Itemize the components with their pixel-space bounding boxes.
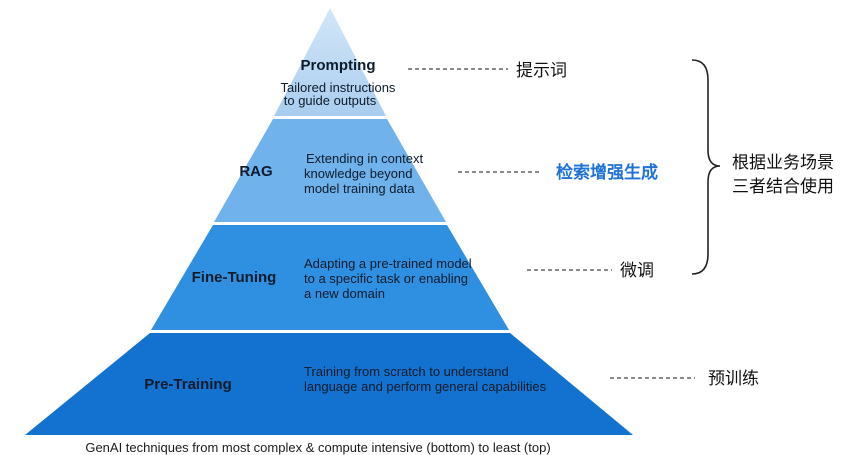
layer-rag-shape xyxy=(214,119,446,222)
diagram-caption: GenAI techniques from most complex & com… xyxy=(85,440,550,455)
layer-prompting-desc-2: to guide outputs xyxy=(284,93,377,108)
layer-pre-training-desc-2: language and perform general capabilitie… xyxy=(304,379,547,394)
layer-fine-tuning-desc-2: to a specific task or enabling xyxy=(304,271,468,286)
curly-brace xyxy=(691,59,721,275)
zh-label-fine-tuning: 微调 xyxy=(620,261,654,281)
layer-fine-tuning: Fine-Tuning Adapting a pre-trained model… xyxy=(151,225,509,330)
zh-label-prompting: 提示词 xyxy=(516,61,567,81)
layer-pre-training-desc-1: Training from scratch to understand xyxy=(304,364,509,379)
layer-prompting: Prompting Tailored instructions to guide… xyxy=(274,8,396,116)
layer-pre-training-shape xyxy=(25,333,633,435)
zh-label-pre-training: 预训练 xyxy=(708,369,759,389)
layer-prompting-desc-1: Tailored instructions xyxy=(281,80,396,95)
layer-fine-tuning-shape xyxy=(151,225,509,330)
layer-fine-tuning-desc-1: Adapting a pre-trained model xyxy=(304,256,472,271)
group-note-line-1: 根据业务场景 xyxy=(732,153,834,173)
layer-prompting-shape xyxy=(274,8,386,116)
layer-pre-training: Pre-Training Training from scratch to un… xyxy=(25,333,633,435)
zh-label-rag: 检索增强生成 xyxy=(556,162,658,183)
layer-rag-desc-2: knowledge beyond xyxy=(304,166,412,181)
layer-pre-training-title: Pre-Training xyxy=(144,376,232,393)
layer-rag-desc-1: Extending in context xyxy=(306,151,423,166)
layer-fine-tuning-desc-3: a new domain xyxy=(304,286,385,301)
layer-fine-tuning-title: Fine-Tuning xyxy=(192,269,277,286)
layer-rag: RAG Extending in context knowledge beyon… xyxy=(214,119,446,222)
layer-prompting-title: Prompting xyxy=(301,57,376,74)
layer-rag-title: RAG xyxy=(239,163,272,180)
layer-rag-desc-3: model training data xyxy=(304,181,415,196)
group-note-line-2: 三者结合使用 xyxy=(732,176,834,197)
